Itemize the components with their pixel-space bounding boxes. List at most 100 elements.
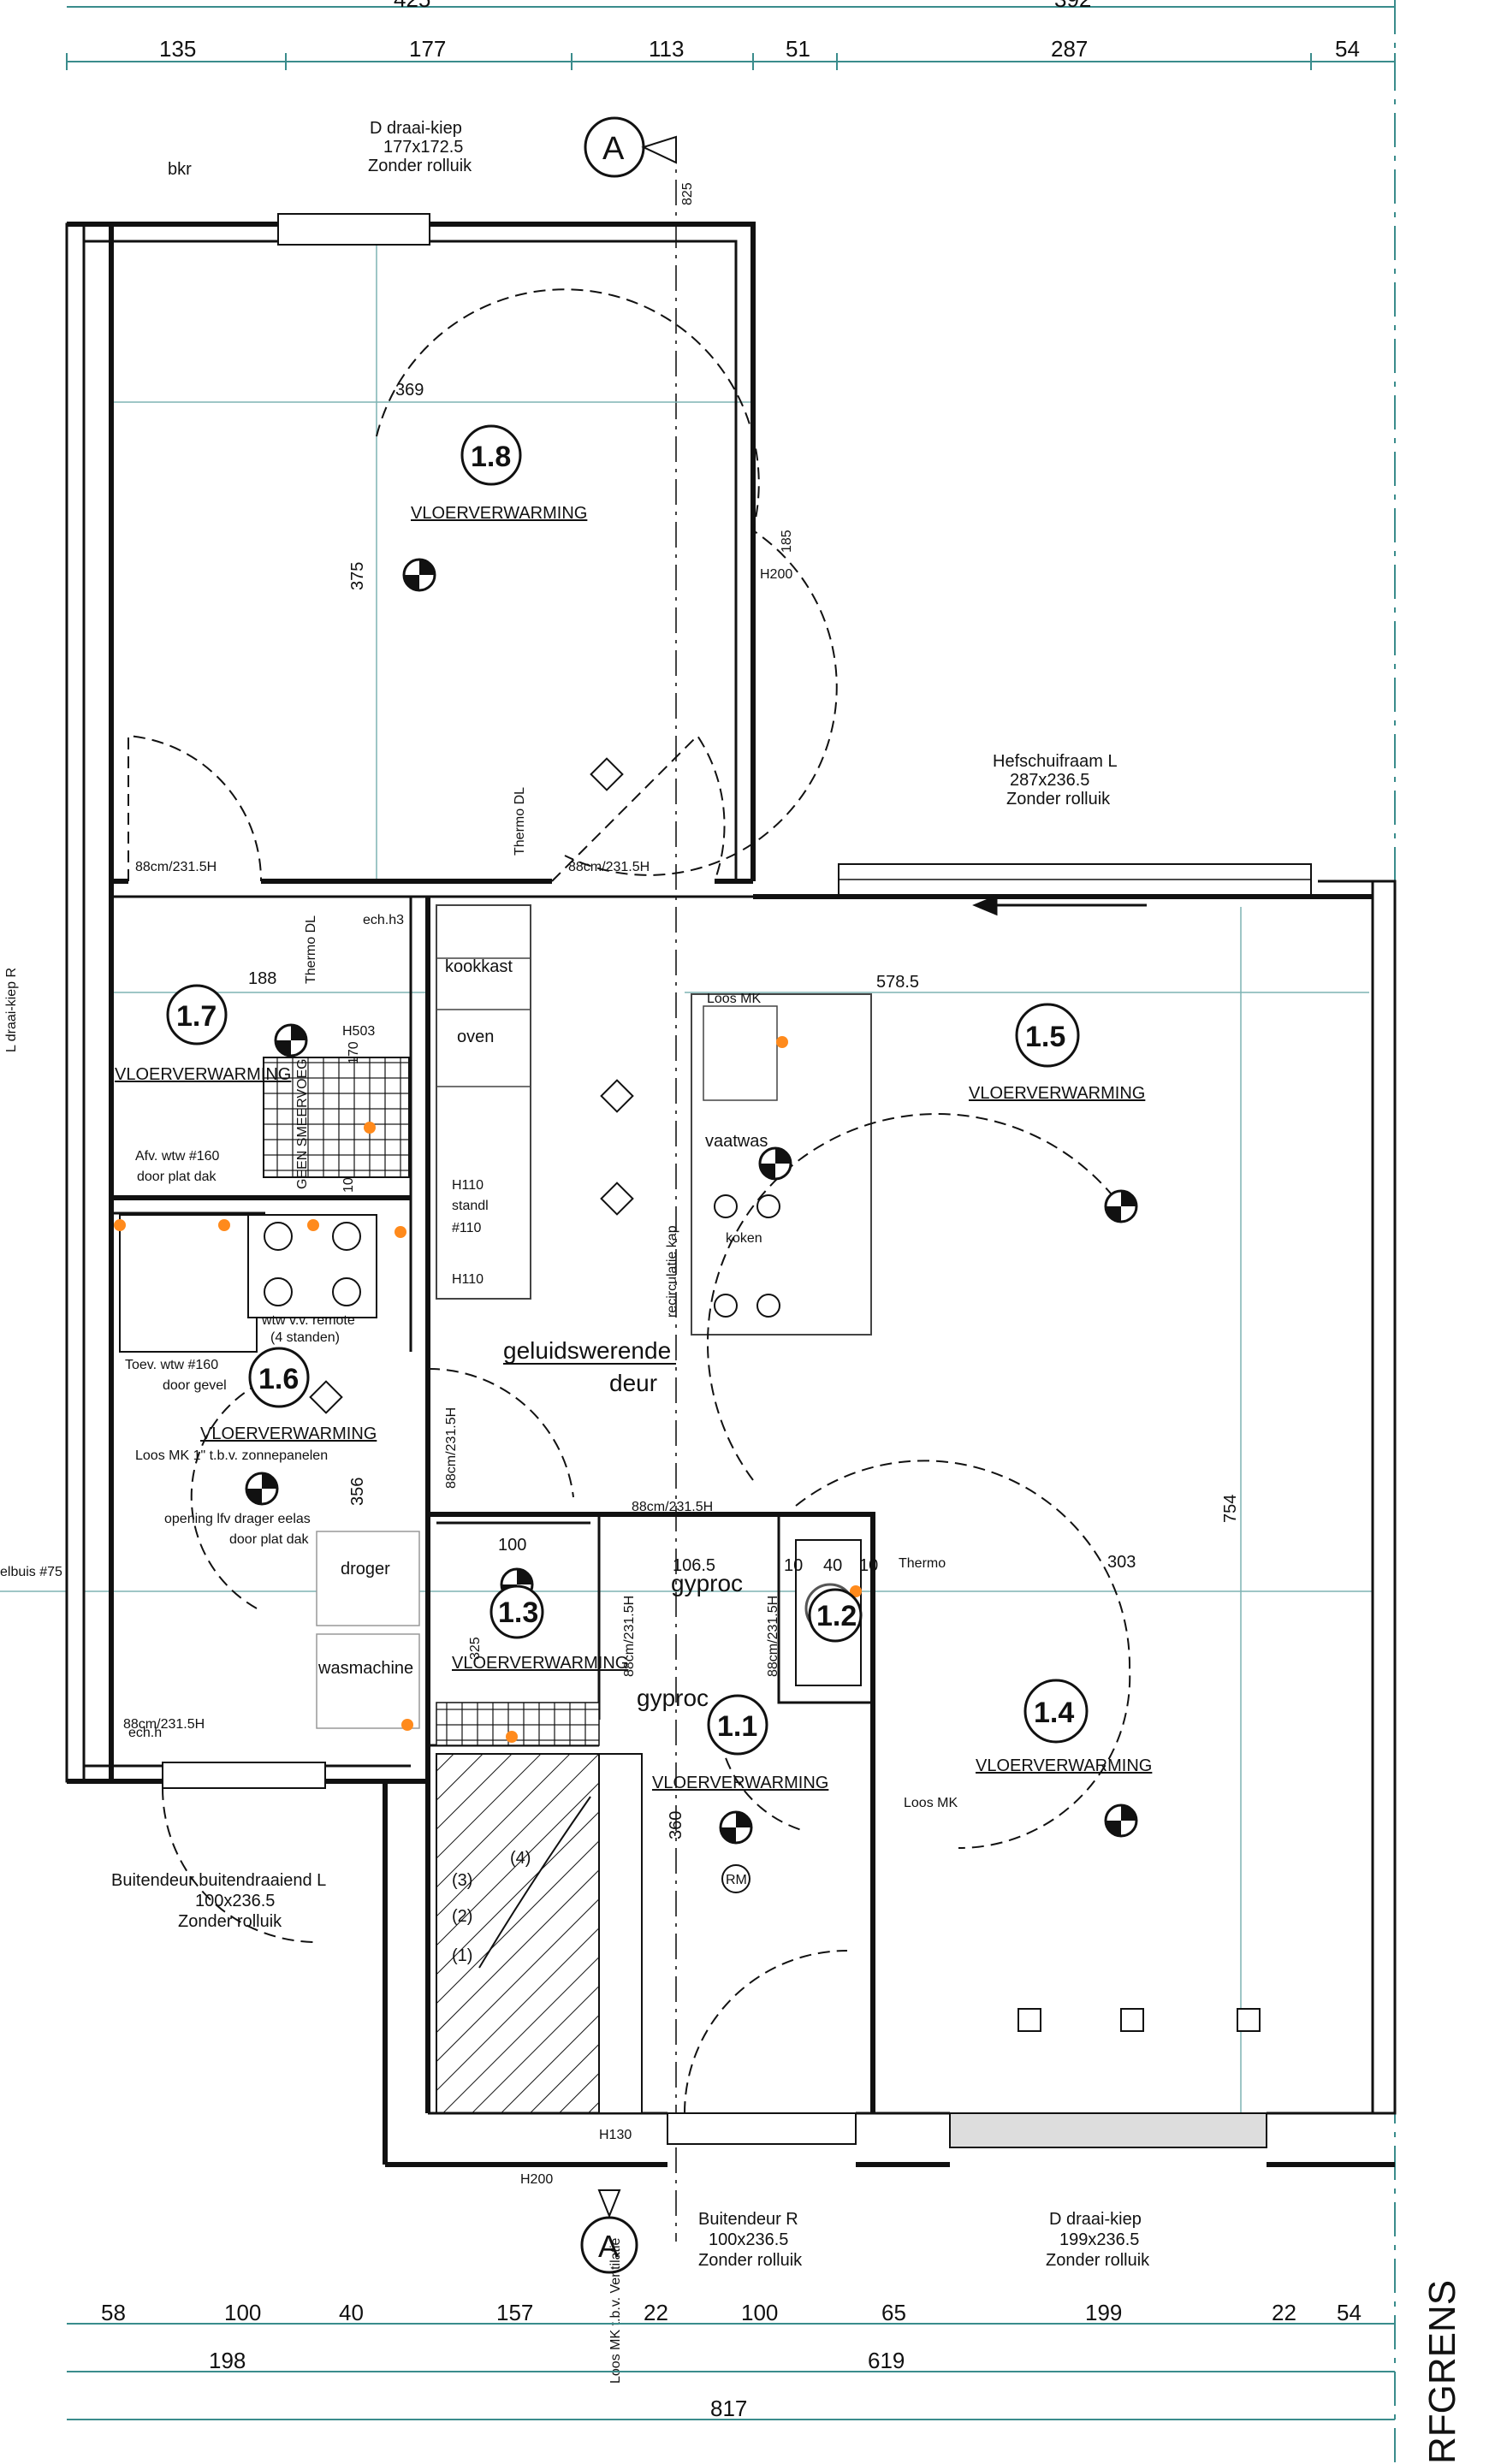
- room-id-1-3: 1.3: [498, 1596, 538, 1629]
- switch-symbols: [309, 757, 1261, 2032]
- dim-top-54: 54: [1335, 36, 1360, 62]
- dim-1-2-10b: 10: [859, 1556, 878, 1575]
- light-fixture-icon: [245, 1472, 279, 1506]
- label-standl: standl: [452, 1199, 489, 1213]
- section-tag: 825: [680, 182, 695, 205]
- heating-1-1: VLOERVERWARMING: [652, 1774, 828, 1792]
- top-dimension-chain: 425 392 135 177 113 51 287 54: [66, 0, 1396, 70]
- label-h170: 170: [347, 1041, 361, 1064]
- wash-basin: [119, 1214, 258, 1353]
- label-kookkast: kookkast: [445, 957, 513, 976]
- room-id-1-2: 1.2: [816, 1600, 857, 1632]
- label-afv-plat-dak: door plat dak: [137, 1170, 217, 1184]
- room-1-5: 1.5 VLOERVERWARMING 578.5 754 H110 stand…: [452, 973, 1240, 1523]
- label-wasmachine: wasmachine: [317, 1659, 413, 1678]
- dim-top-287: 287: [1051, 36, 1088, 62]
- label-h503: H503: [342, 1024, 375, 1039]
- label-h185: 185: [780, 530, 794, 553]
- orange-markers: [114, 1036, 862, 1743]
- dim-bottom-22b: 22: [1272, 2300, 1296, 2325]
- label-toev-gevel: door gevel: [163, 1378, 227, 1393]
- section-marker-top: A 825: [584, 116, 695, 205]
- door-1-8-b: 88cm/231.5H: [568, 860, 650, 874]
- back-door-l2: 100x236.5: [195, 1892, 275, 1910]
- dim-bottom-157: 157: [496, 2300, 533, 2325]
- dim-1-6: 356: [348, 1478, 367, 1506]
- window-label-bottom-right: D draai-kiep 199x236.5 Zonder rolluik: [1046, 2210, 1150, 2270]
- dim-top-135: 135: [159, 36, 196, 62]
- stair-step-1: (1): [452, 1946, 472, 1965]
- dim-bottom-22a: 22: [644, 2300, 668, 2325]
- door-label-5: 88cm/231.5H: [123, 1717, 205, 1732]
- light-fixtures: [245, 558, 1138, 1845]
- notes: geluidswerende deur Loos MK t.b.v. Venti…: [0, 1337, 676, 2384]
- light-fixture-icon: [758, 1146, 792, 1181]
- note-loos-bottom: Loos MK t.b.v. Ventilatie: [608, 2237, 623, 2384]
- room-id-1-1: 1.1: [717, 1710, 757, 1743]
- back-door-l3: Zonder rolluik: [178, 1912, 282, 1931]
- stair-step-2: (2): [452, 1907, 472, 1926]
- dim-bottom-100b: 100: [741, 2300, 778, 2325]
- bottom-right-l3: Zonder rolluik: [1046, 2251, 1150, 2270]
- dim-bottom-100a: 100: [224, 2300, 261, 2325]
- dim-1-1: 360: [667, 1811, 685, 1839]
- light-fixture-icon: [719, 1810, 753, 1845]
- window-label-back-door: Buitendeur buitendraaiend L 100x236.5 Zo…: [111, 1871, 326, 1931]
- heating-1-6: VLOERVERWARMING: [200, 1424, 377, 1443]
- front-door-l3: Zonder rolluik: [698, 2251, 803, 2270]
- stair-step-3: (3): [452, 1871, 472, 1890]
- room-id-1-5: 1.5: [1025, 1021, 1065, 1053]
- sliding-l3: Zonder rolluik: [1006, 790, 1111, 808]
- stair-step-4: (4): [510, 1849, 531, 1868]
- dim-top-51: 51: [786, 36, 810, 62]
- label-geen-smeervoeg: GEEN SMEERVOEG: [295, 1058, 310, 1189]
- door-label-1: 88cm/231.5H: [444, 1407, 459, 1489]
- heating-1-3: VLOERVERWARMING: [452, 1654, 628, 1673]
- dim-top-upper-2: 392: [1054, 0, 1091, 12]
- window-label-sliding: Hefschuifraam L 287x236.5 Zonder rolluik: [993, 752, 1118, 808]
- dim-bottom-58: 58: [101, 2300, 126, 2325]
- room-1-8: 1.8 VLOERVERWARMING 369 375 88cm/231.5H …: [135, 381, 794, 874]
- room-1-7: 1.7 VLOERVERWARMING 188 ech.h3 H503 170 …: [115, 913, 404, 1193]
- label-ech-h: ech.h: [128, 1726, 162, 1740]
- front-door-l1: Buitendeur R: [698, 2210, 798, 2229]
- room-1-4: 1.4 VLOERVERWARMING 303 Loos MK: [904, 1553, 1152, 1810]
- dim-bottom-54: 54: [1337, 2300, 1362, 2325]
- dim-1-8-width: 369: [395, 381, 424, 400]
- room-1-6: 1.6 VLOERVERWARMING Toev. wtw #160 door …: [125, 1313, 377, 1740]
- kitchen-units: kookkast oven Loos MK vaatwas koken reci…: [436, 904, 872, 1336]
- heating-1-7: VLOERVERWARMING: [115, 1065, 291, 1084]
- door-label-3: 88cm/231.5H: [622, 1596, 637, 1677]
- note-geluidswerende: geluidswerende: [503, 1337, 671, 1364]
- room-id-1-6: 1.6: [258, 1363, 299, 1395]
- section-letter-bottom: A: [598, 2229, 619, 2264]
- dim-top-113: 113: [649, 36, 684, 62]
- back-door-l1: Buitendeur buitendraaiend L: [111, 1871, 326, 1890]
- boundary-label: RFGRENS: [1421, 2280, 1463, 2464]
- light-fixture-icon: [1104, 1804, 1138, 1838]
- wtw-unit: [247, 1214, 377, 1318]
- dim-bottom-199: 199: [1085, 2300, 1122, 2325]
- dim-top-177: 177: [409, 36, 446, 62]
- dim-1-8-height: 375: [348, 562, 367, 590]
- dim-bottom-817: 817: [710, 2396, 747, 2421]
- label-h200: H200: [760, 567, 792, 582]
- sliding-l2: 287x236.5: [1010, 771, 1089, 790]
- door-swings: [128, 288, 1131, 2114]
- dim-1-2-40: 40: [823, 1556, 842, 1575]
- heating-1-8: VLOERVERWARMING: [411, 504, 587, 523]
- dim-bottom-40: 40: [339, 2300, 364, 2325]
- dim-bottom-198: 198: [209, 2348, 246, 2373]
- label-recirculatie-kap: recirculatie kap: [665, 1225, 679, 1318]
- label-ech-h3: ech.h3: [363, 913, 404, 927]
- light-fixture-icon: [1104, 1189, 1138, 1223]
- room-id-1-8: 1.8: [471, 441, 511, 473]
- label-loos-mk-1-4: Loos MK: [904, 1796, 958, 1810]
- room-1-3: 1.3 VLOERVERWARMING 100 325: [452, 1536, 628, 1673]
- window-left-side: L draai-kiep R: [4, 968, 19, 1052]
- label-thermo-1-7: Thermo DL: [304, 915, 318, 984]
- dim-1-4-width: 303: [1107, 1553, 1136, 1572]
- label-wtw-standen: (4 standen): [270, 1330, 340, 1345]
- dim-1-2-10a: 10: [784, 1556, 803, 1575]
